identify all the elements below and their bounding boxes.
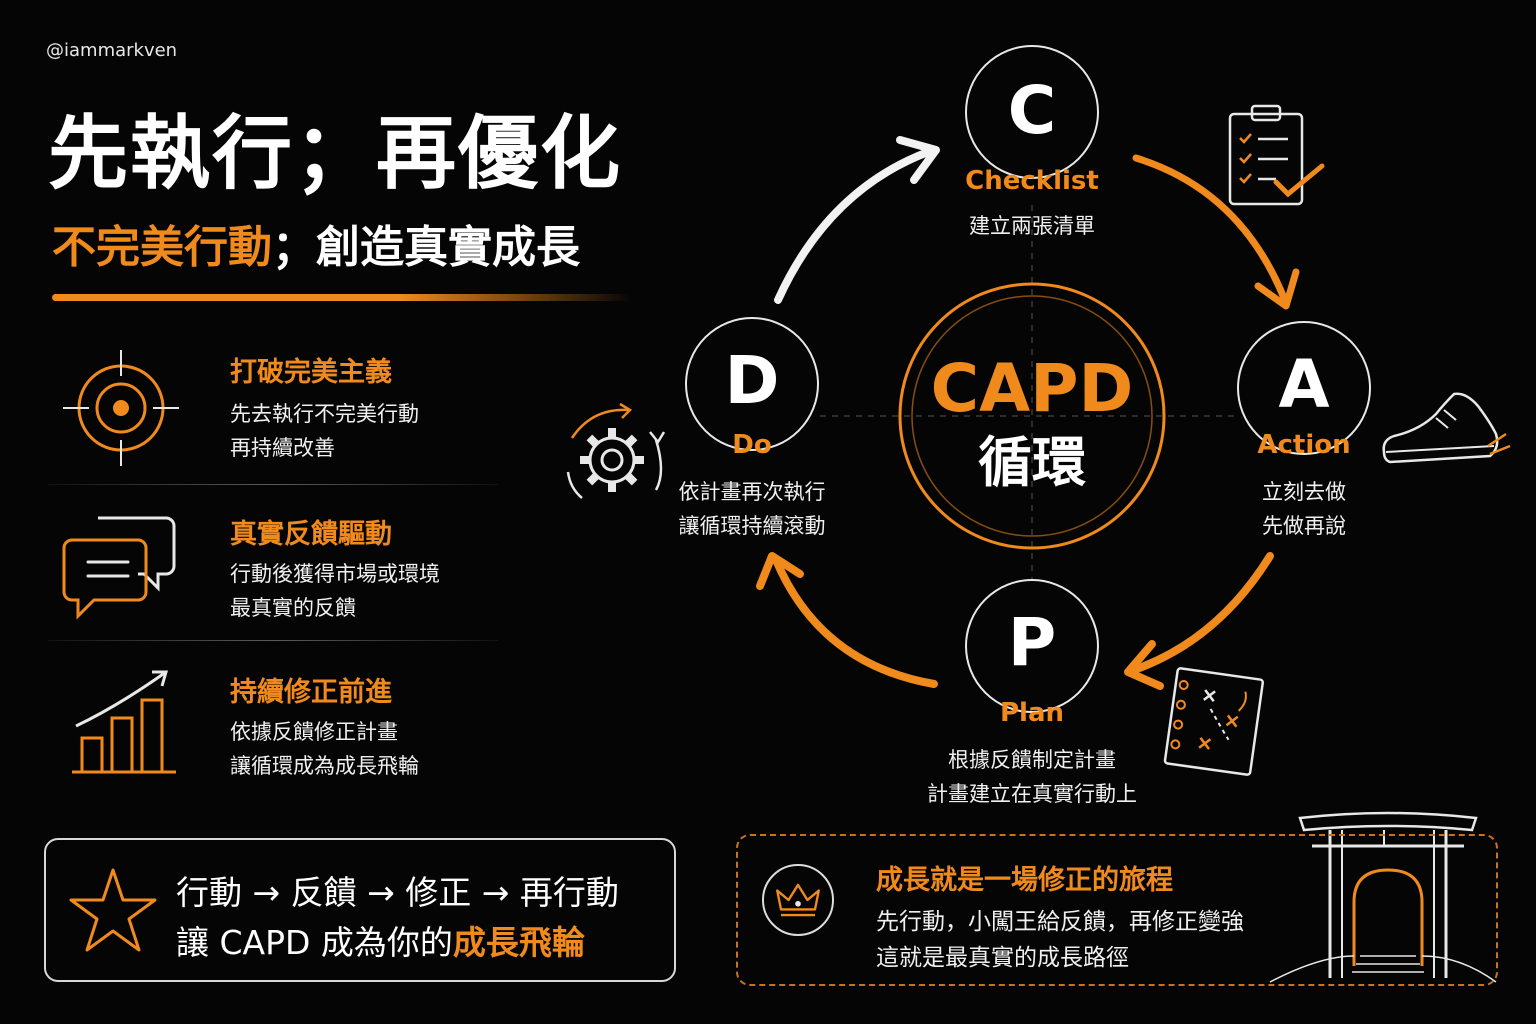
running-shoe-icon (1382, 392, 1511, 464)
node-a-circle (1237, 321, 1371, 455)
crown-badge (762, 864, 834, 936)
node-p-letter: P (1007, 604, 1057, 681)
cycle-center-title: CAPD (930, 350, 1134, 427)
page-subtitle: 不完美行動；創造真實成長 (52, 222, 580, 275)
clipboard-checklist-icon (1228, 104, 1325, 206)
feature-divider (48, 484, 498, 485)
chat-bubbles-icon (62, 516, 176, 620)
crown-icon (776, 883, 820, 917)
node-p-desc: 計畫建立在真實行動上 (927, 782, 1137, 806)
arrow-c-to-a (1132, 154, 1288, 302)
node-a-letter: A (1278, 346, 1330, 423)
cycle-center-subtitle: 循環 (978, 431, 1086, 494)
journey-heading: 成長就是一場修正的旅程 (876, 865, 1173, 896)
journey-box: 成長就是一場修正的旅程 先行動，小闖王給反饋，再修正變強 這就是最真實的成長路徑 (736, 834, 1498, 986)
feature-line: 行動後獲得市場或環境 (230, 562, 440, 586)
flow-summary-box: 行動 → 反饋 → 修正 → 再行動 讓 CAPD 成為你的成長飛輪 (44, 838, 676, 982)
feature-heading: 持續修正前進 (230, 677, 392, 708)
journey-line: 這就是最真實的成長路徑 (876, 945, 1129, 971)
feature-heading: 真實反饋驅動 (230, 519, 392, 550)
feature-line: 先去執行不完美行動 (230, 402, 419, 426)
node-p-desc: 根據反饋制定計畫 (948, 748, 1116, 772)
node-d-desc: 依計畫再次執行 (678, 480, 826, 504)
flow-line: 行動 → 反饋 → 修正 → 再行動 (176, 873, 619, 912)
feature-line: 讓循環成為成長飛輪 (230, 754, 419, 778)
title-underline (52, 294, 632, 301)
center-ring (898, 282, 1166, 550)
arrow-d-to-c (774, 148, 932, 304)
node-a-name: Action (1257, 430, 1351, 460)
node-c-letter: C (1007, 72, 1057, 149)
author-handle: @iammarkven (46, 40, 178, 61)
torii-gate-icon (1269, 811, 1497, 983)
feature-line: 依據反饋修正計畫 (230, 720, 398, 744)
gear-cycle-icon (566, 402, 666, 499)
strategy-notebook-icon (1163, 667, 1265, 776)
feature-divider (48, 640, 498, 641)
subtitle-rest: ；創造真實成長 (272, 222, 580, 273)
feature-line: 再持續改善 (230, 436, 335, 460)
node-a-desc: 立刻去做 (1262, 480, 1346, 504)
node-c-desc: 建立兩張清單 (969, 214, 1095, 238)
flow-prefix: 讓 CAPD 成為你的 (176, 923, 453, 962)
target-icon (63, 350, 179, 466)
arrow-p-to-d (772, 556, 938, 688)
node-p-name: Plan (999, 698, 1065, 728)
flow-line-2: 讓 CAPD 成為你的成長飛輪 (176, 916, 585, 964)
feature-line: 最真實的反饋 (230, 596, 356, 620)
feature-keep-correcting: 持續修正前進 依據反饋修正計畫 讓循環成為成長飛輪 (58, 670, 508, 820)
feature-real-feedback: 真實反饋驅動 行動後獲得市場或環境 最真實的反饋 (58, 512, 508, 662)
node-d-letter: D (724, 342, 780, 419)
node-d-circle (685, 317, 819, 451)
node-d-name: Do (732, 430, 772, 460)
star-icon (69, 868, 157, 952)
feature-break-perfectionism: 打破完美主義 先去執行不完美行動 再持續改善 (58, 350, 508, 500)
feature-heading: 打破完美主義 (230, 357, 392, 388)
flow-highlight: 成長飛輪 (452, 923, 585, 962)
node-d-desc: 讓循環持續滾動 (678, 514, 826, 538)
arrow-a-to-p (1130, 552, 1274, 674)
node-p-circle (965, 579, 1099, 713)
growth-chart-icon (72, 670, 176, 774)
node-c-name: Checklist (965, 166, 1099, 196)
page-title: 先執行；再優化 (48, 107, 622, 200)
subtitle-highlight: 不完美行動 (52, 222, 272, 273)
journey-line: 先行動，小闖王給反饋，再修正變強 (876, 909, 1244, 935)
node-a-desc: 先做再說 (1262, 514, 1346, 538)
node-c-circle (965, 45, 1099, 179)
